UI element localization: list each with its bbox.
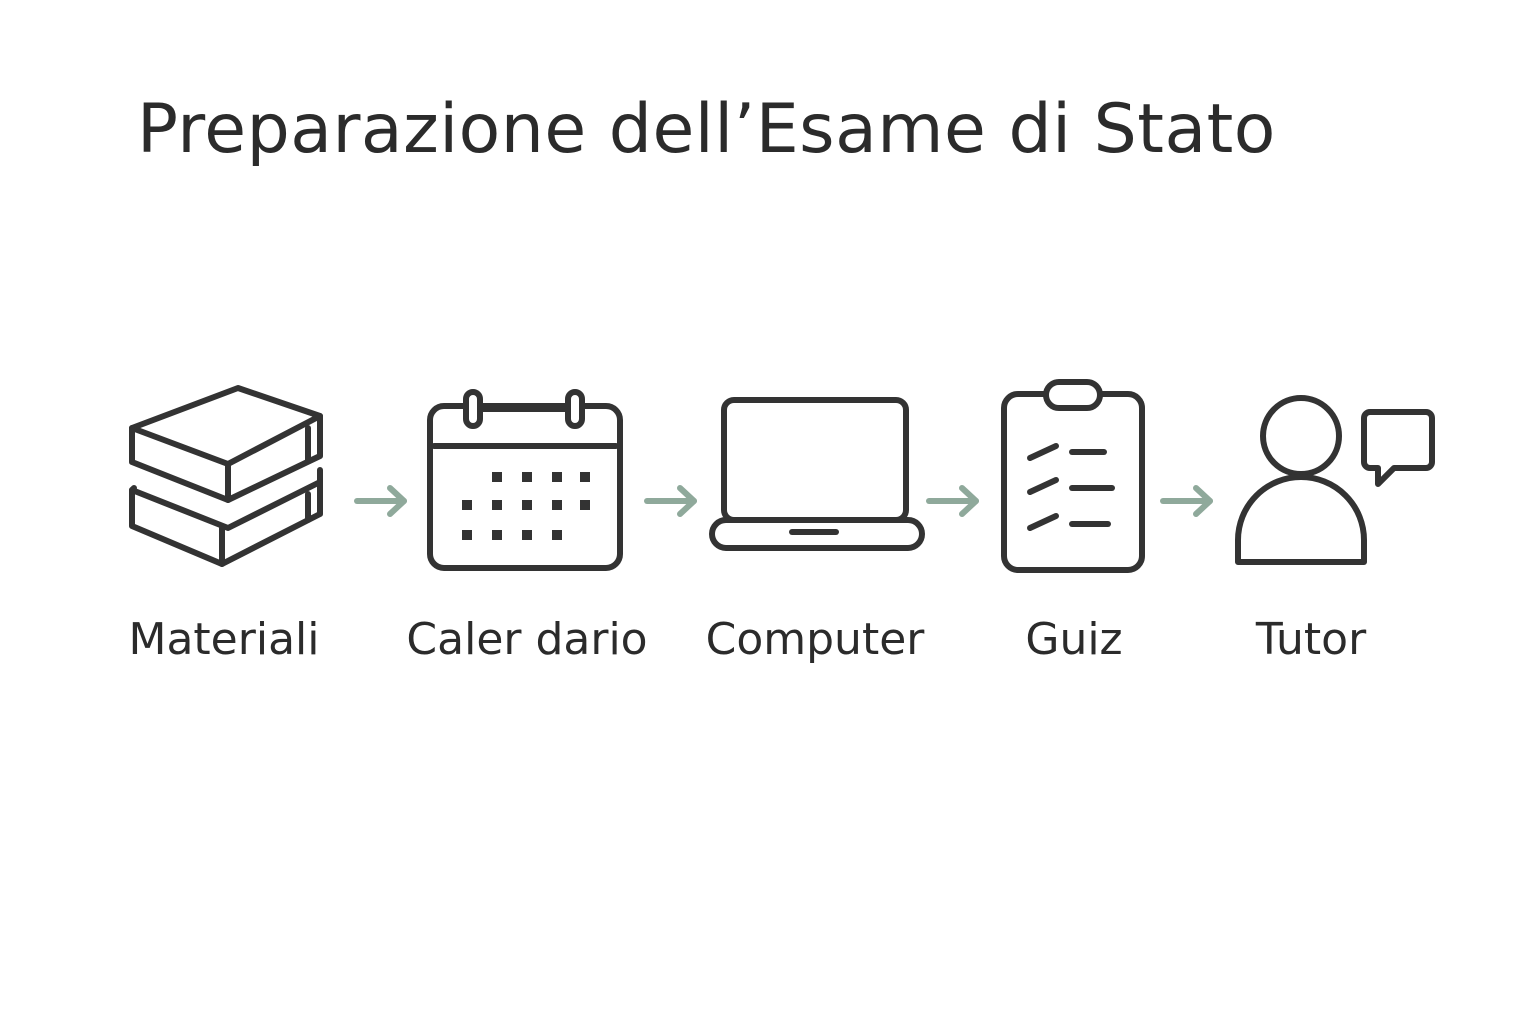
step-label-tutor: Tutor xyxy=(1255,614,1367,665)
arrow-right-icon xyxy=(354,485,407,517)
page-title: Preparazione dell’Esame di Stato xyxy=(137,90,1276,169)
step-label-quiz: Guiz xyxy=(1025,614,1123,665)
arrow-right-icon xyxy=(926,485,979,517)
arrow-right-icon xyxy=(644,485,697,517)
step-label-computer: Computer xyxy=(705,614,925,665)
laptop-icon xyxy=(709,397,925,551)
calendar-icon xyxy=(427,389,623,571)
books-icon xyxy=(129,385,323,567)
clipboard-icon xyxy=(1001,379,1145,573)
person-chat-icon xyxy=(1235,395,1435,565)
step-label-calendario: Caler dario xyxy=(406,614,648,665)
arrow-right-icon xyxy=(1160,485,1213,517)
step-label-materiali: Materiali xyxy=(128,614,320,665)
